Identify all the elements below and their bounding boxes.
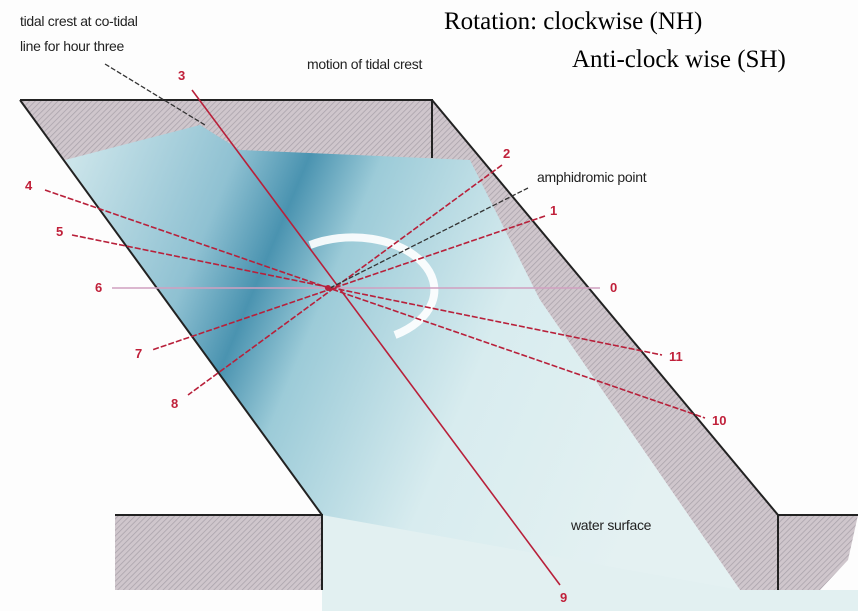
cotidal-line-3-9 (191, 89, 561, 586)
cotidal-line-1-7 (151, 215, 546, 351)
hour-label-2: 2 (503, 146, 511, 161)
right-wall (432, 100, 778, 590)
hour-label-7: 7 (135, 346, 143, 361)
cotidal-line-5-11 (71, 234, 663, 356)
crest-leader (104, 63, 206, 126)
rotation-nh: Rotation: clockwise (NH) (444, 8, 703, 35)
water-surface-label: water surface (571, 517, 652, 533)
hour-label-4: 4 (25, 178, 33, 193)
amphidromic-leader (329, 187, 529, 289)
hour-label-8: 8 (171, 396, 179, 411)
hour-label-6: 6 (95, 280, 103, 295)
left-ledge (115, 515, 322, 590)
hour-label-11: 11 (669, 349, 683, 364)
water-surface (65, 125, 740, 611)
rotation-sh: Anti-clock wise (SH) (572, 46, 786, 73)
cotidal-line-4-10 (44, 189, 706, 419)
cotidal-lines (44, 89, 706, 586)
hour-label-5: 5 (56, 224, 64, 239)
lower-water (322, 515, 858, 611)
hour-label-0: 0 (610, 280, 618, 295)
tidal-crest-label: tidal crest at co-tidal (20, 13, 138, 29)
hour-label-10: 10 (712, 413, 727, 428)
rotation-arrow (308, 233, 439, 339)
amphidromic-point (325, 285, 331, 291)
basin-outline (19, 99, 858, 590)
hour-label-3: 3 (178, 68, 186, 83)
hour-label-1: 1 (550, 203, 558, 218)
amphidromic-label: amphidromic point (537, 169, 647, 185)
motion-label: motion of tidal crest (307, 56, 423, 72)
tidal-crest-label-2: line for hour three (20, 38, 125, 54)
right-ledge (778, 515, 858, 590)
hour-label-9: 9 (560, 590, 568, 605)
